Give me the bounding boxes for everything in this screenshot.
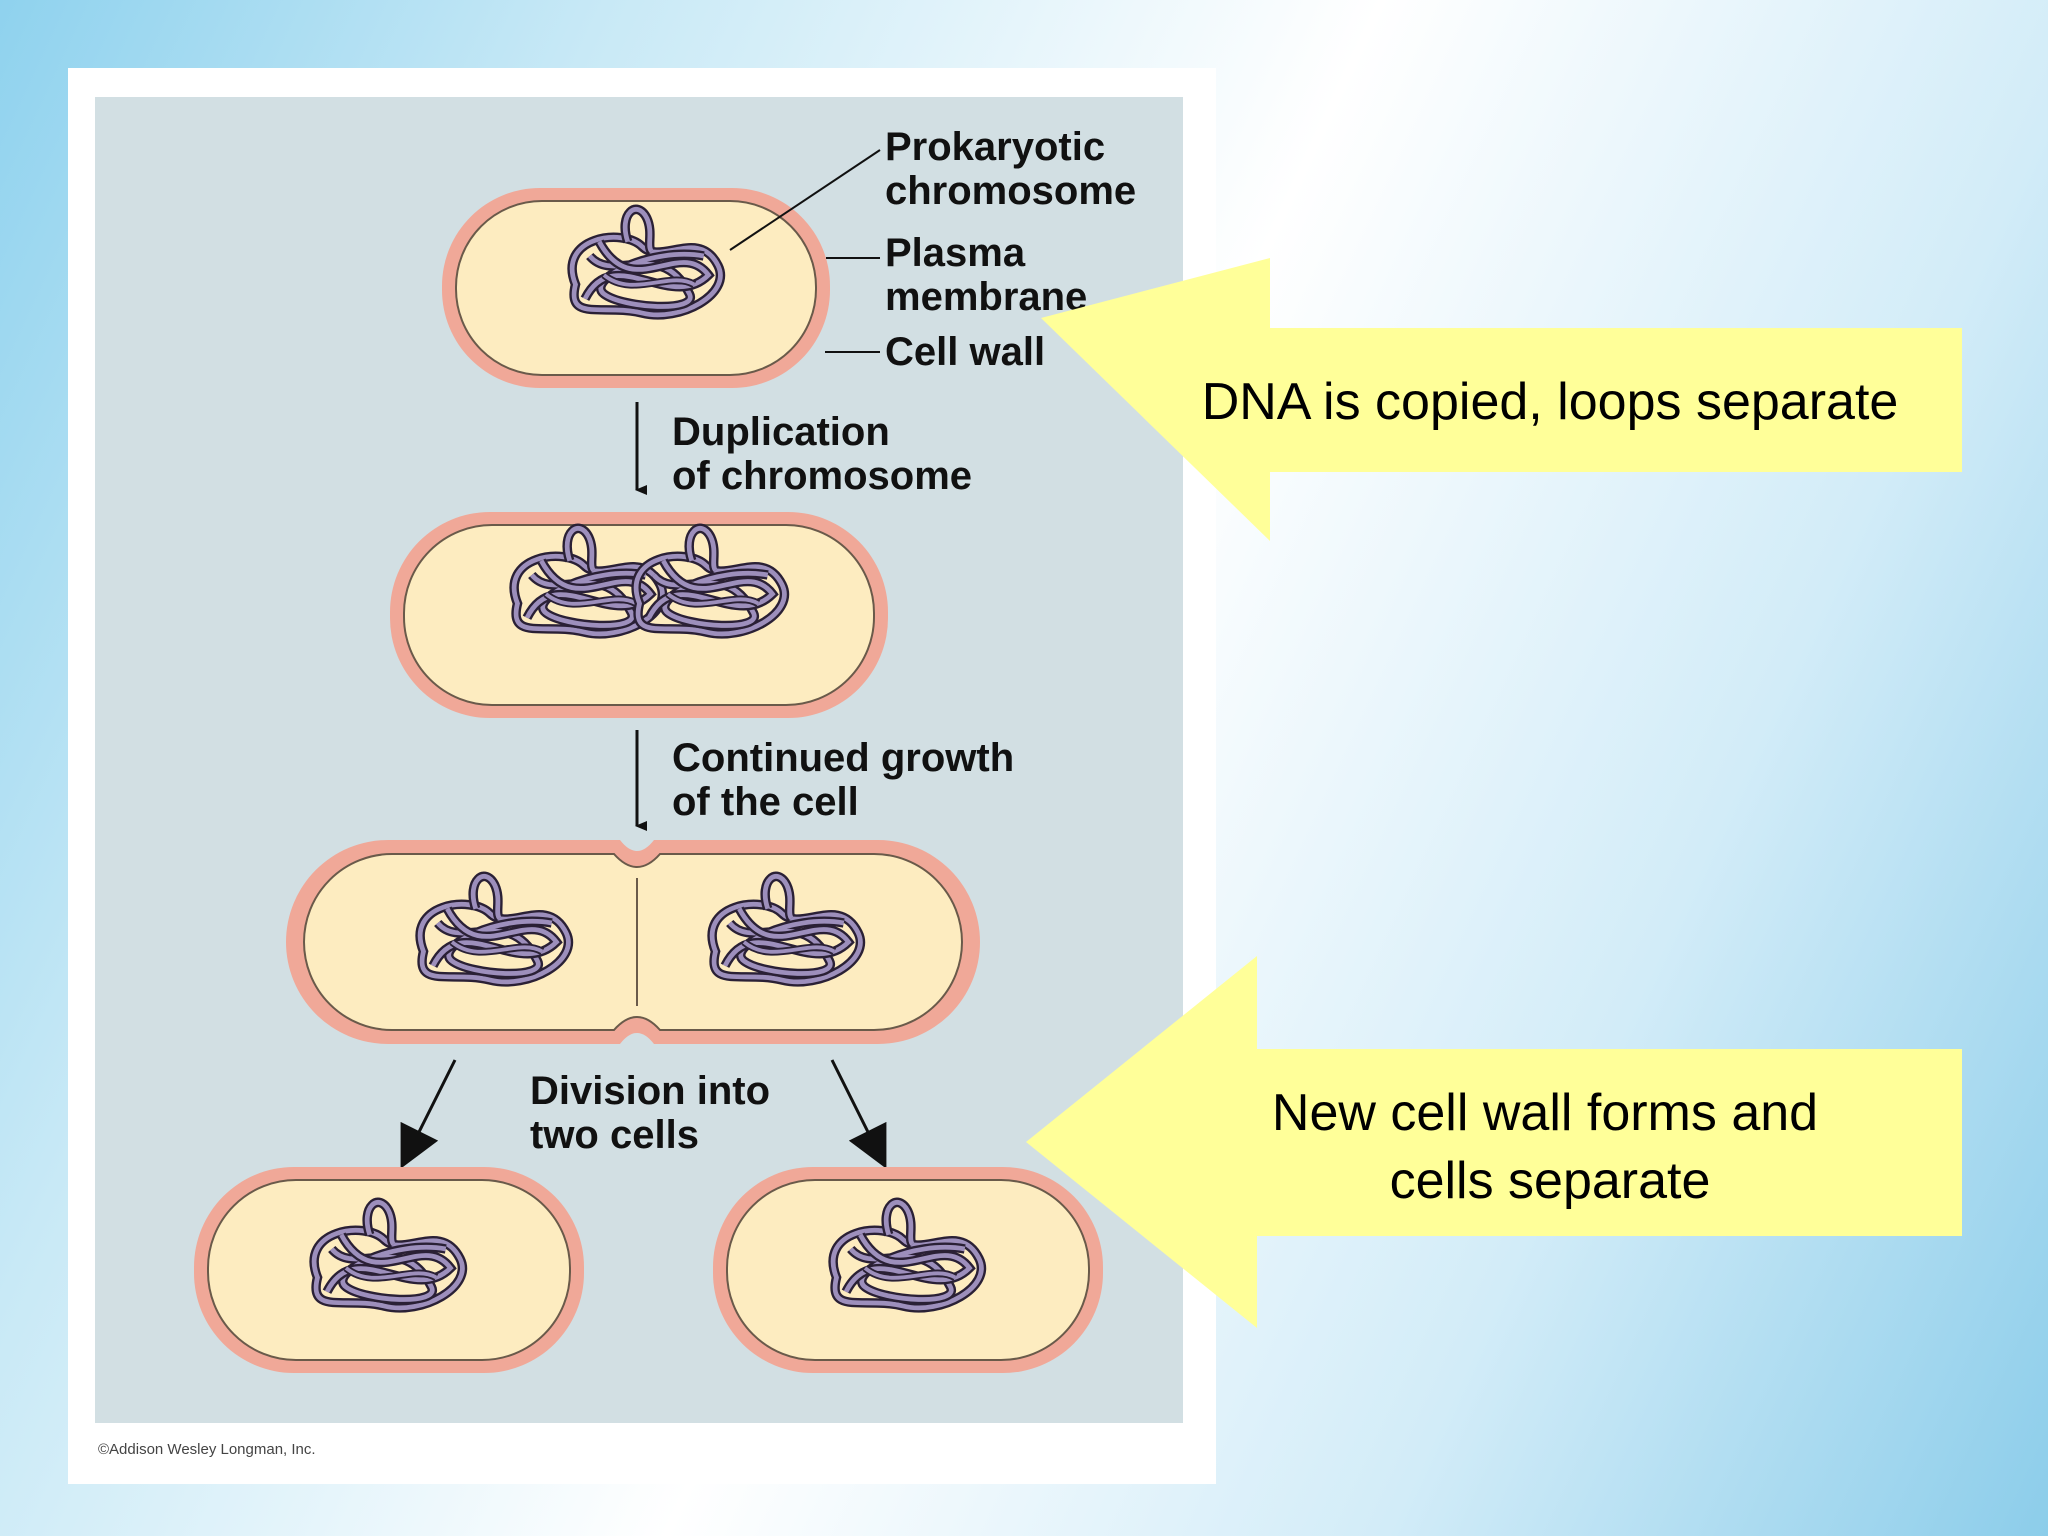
arrow-division-left <box>400 1059 457 1169</box>
label-prokaryotic-chromosome-2: chromosome <box>885 169 1136 213</box>
step-division-2: two cells <box>530 1113 699 1157</box>
step-duplication-2: of chromosome <box>672 454 972 498</box>
arrow-division-right <box>830 1059 887 1169</box>
daughter-cell-right <box>713 1167 1103 1373</box>
daughter-cell-left <box>194 1167 584 1373</box>
label-cell-wall: Cell wall <box>885 330 1045 374</box>
cell-dividing <box>286 840 980 1044</box>
callout-2-line-1: New cell wall forms and <box>1272 1084 1818 1142</box>
cell-original <box>442 188 830 388</box>
label-plasma-membrane-1: Plasma <box>885 231 1026 275</box>
callout-2-line-2: cells separate <box>1390 1152 1711 1210</box>
callout-arrow-2 <box>1026 956 1962 1328</box>
step-growth-1: Continued growth <box>672 736 1014 780</box>
step-division-1: Division into <box>530 1069 770 1113</box>
label-plasma-membrane-2: membrane <box>885 275 1087 319</box>
copyright-notice: ©Addison Wesley Longman, Inc. <box>98 1441 316 1458</box>
callout-arrow-1 <box>1041 258 1962 541</box>
callout-1-text: DNA is copied, loops separate <box>1202 373 1899 431</box>
label-prokaryotic-chromosome-1: Prokaryotic <box>885 125 1105 169</box>
step-duplication-1: Duplication <box>672 410 890 454</box>
cell-duplicated <box>390 512 888 718</box>
step-growth-2: of the cell <box>672 780 859 824</box>
pointer-chromosome <box>729 149 881 251</box>
